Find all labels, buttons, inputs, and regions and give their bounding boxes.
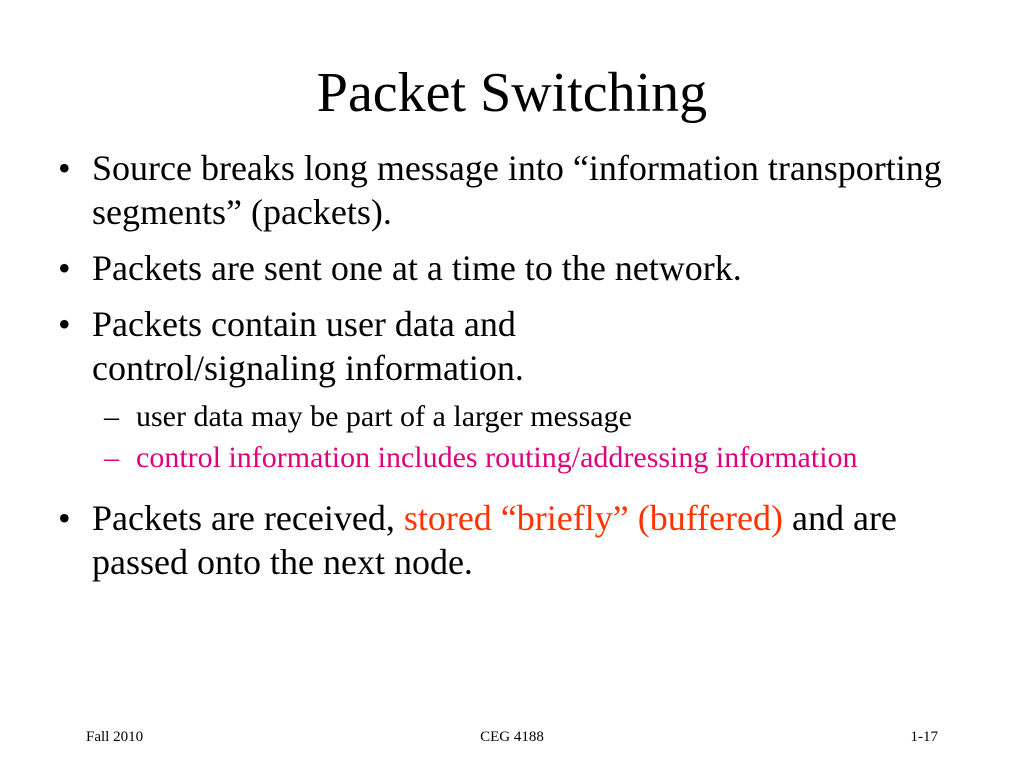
bullet-text-end: and are passed onto the next node. — [92, 498, 897, 582]
dash-icon: – — [104, 400, 119, 433]
sub-bullet-text: control information includes routing/add… — [136, 441, 858, 474]
bullet-icon: • — [58, 498, 71, 538]
bullet-item: • Packets contain user data and control/… — [58, 302, 682, 390]
bullet-text: Packets are sent one at a time to the ne… — [92, 248, 742, 288]
sub-bullet-item: – user data may be part of a larger mess… — [104, 398, 988, 435]
bullet-text-start: Packets are received, — [92, 498, 404, 538]
bullet-text: Source breaks long message into “informa… — [92, 148, 942, 232]
bullet-item: • Packets are received, stored “briefly”… — [58, 496, 972, 584]
footer-page-number: 1-17 — [910, 729, 939, 745]
footer-course: CEG 4188 — [480, 729, 544, 745]
bullet-icon: • — [58, 304, 71, 344]
bullet-list: • Source breaks long message into “infor… — [58, 146, 988, 596]
footer-date: Fall 2010 — [86, 729, 144, 745]
sub-bullet-item: – control information includes routing/a… — [104, 439, 916, 476]
bullet-icon: • — [58, 148, 71, 188]
bullet-item: • Source breaks long message into “infor… — [58, 146, 988, 234]
dash-icon: – — [104, 441, 119, 474]
bullet-item: • Packets are sent one at a time to the … — [58, 246, 988, 290]
bullet-icon: • — [58, 248, 71, 288]
bullet-text: Packets contain user data and control/si… — [92, 304, 524, 388]
sub-bullet-text: user data may be part of a larger messag… — [136, 400, 632, 433]
slide-title: Packet Switching — [316, 62, 708, 124]
bullet-text-emphasis: stored “briefly” (buffered) — [403, 498, 783, 538]
